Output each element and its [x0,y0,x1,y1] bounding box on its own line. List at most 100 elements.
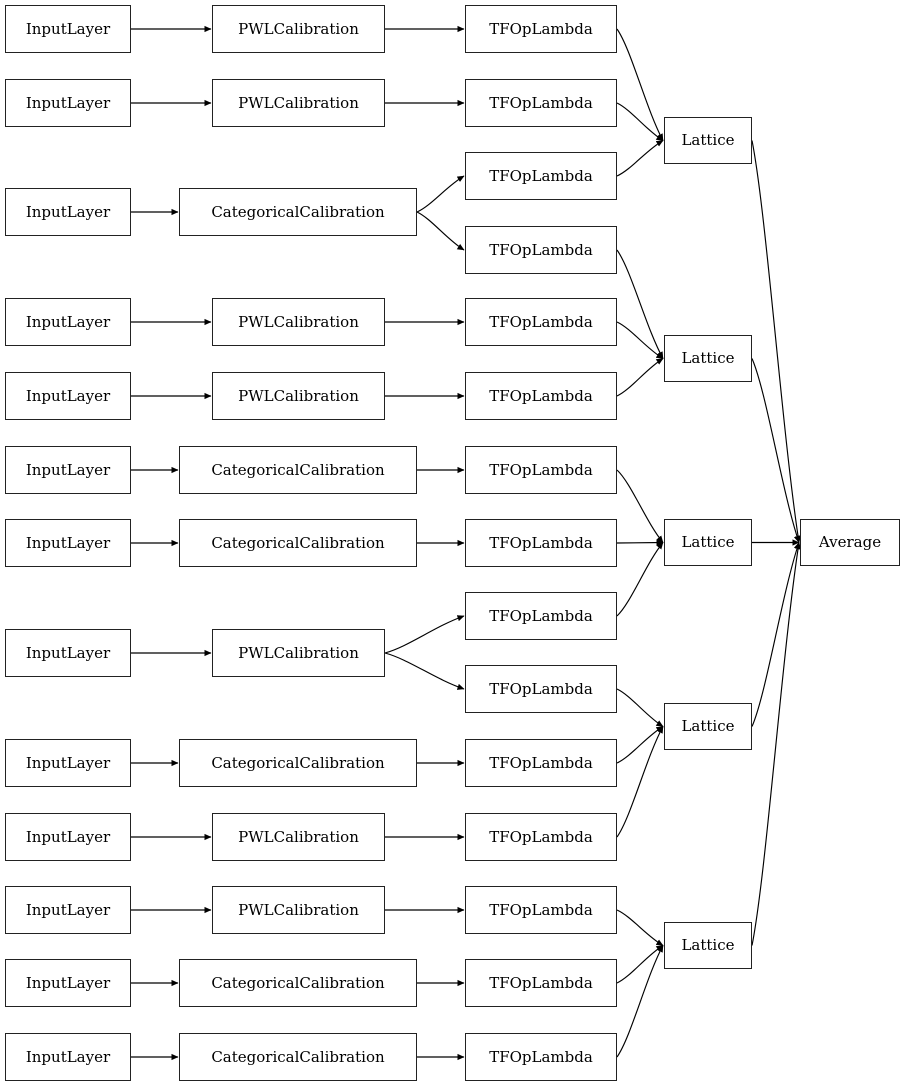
edge [616,945,664,984]
node-label: TFOpLambda [489,93,593,112]
node-label: TFOpLambda [489,240,593,259]
node-input-layer[interactable]: InputLayer [5,959,131,1007]
edge [751,140,802,544]
node-input-layer[interactable]: InputLayer [5,188,131,236]
node-label: PWLCalibration [238,312,359,331]
node-label: InputLayer [25,643,111,662]
node-input-layer[interactable]: InputLayer [5,813,131,861]
node-label: TFOpLambda [489,312,593,331]
node-tfop-lambda[interactable]: TFOpLambda [465,372,617,420]
edge [416,211,465,251]
node-input-layer[interactable]: InputLayer [5,739,131,787]
node-lattice[interactable]: Lattice [664,117,752,164]
node-categorical-calibration[interactable]: CategoricalCalibration [179,188,417,236]
node-pwl-calibration[interactable]: PWLCalibration [212,813,385,861]
node-tfop-lambda[interactable]: TFOpLambda [465,152,617,200]
node-label: TFOpLambda [489,166,593,185]
node-categorical-calibration[interactable]: CategoricalCalibration [179,959,417,1007]
node-label: TFOpLambda [489,827,593,846]
node-input-layer[interactable]: InputLayer [5,446,131,494]
node-label: InputLayer [25,973,111,992]
node-input-layer[interactable]: InputLayer [5,79,131,127]
edge [751,541,800,727]
node-pwl-calibration[interactable]: PWLCalibration [212,298,385,346]
node-pwl-calibration[interactable]: PWLCalibration [212,5,385,53]
edge [616,688,664,727]
node-tfop-lambda[interactable]: TFOpLambda [465,739,617,787]
node-label: InputLayer [25,386,111,405]
node-input-layer[interactable]: InputLayer [5,298,131,346]
node-label: Lattice [681,717,735,735]
node-label: InputLayer [25,312,111,331]
node-label: Lattice [681,936,735,954]
node-label: InputLayer [25,460,111,479]
node-tfop-lambda[interactable]: TFOpLambda [465,665,617,713]
node-tfop-lambda[interactable]: TFOpLambda [465,886,617,934]
node-input-layer[interactable]: InputLayer [5,519,131,567]
node-tfop-lambda[interactable]: TFOpLambda [465,959,617,1007]
node-average[interactable]: Average [800,519,900,566]
node-label: InputLayer [25,202,111,221]
node-label: Lattice [681,131,735,149]
node-tfop-lambda[interactable]: TFOpLambda [465,1033,617,1081]
node-tfop-lambda[interactable]: TFOpLambda [465,298,617,346]
node-pwl-calibration[interactable]: PWLCalibration [212,79,385,127]
node-tfop-lambda[interactable]: TFOpLambda [465,5,617,53]
node-pwl-calibration[interactable]: PWLCalibration [212,372,385,420]
node-input-layer[interactable]: InputLayer [5,629,131,677]
node-lattice[interactable]: Lattice [664,519,752,566]
node-label: InputLayer [25,753,111,772]
node-label: CategoricalCalibration [211,202,385,221]
node-label: TFOpLambda [489,533,593,552]
node-categorical-calibration[interactable]: CategoricalCalibration [179,519,417,567]
node-tfop-lambda[interactable]: TFOpLambda [465,226,617,274]
node-lattice[interactable]: Lattice [664,703,752,750]
node-label: PWLCalibration [238,93,359,112]
edge [384,615,465,654]
node-label: TFOpLambda [489,19,593,38]
edge [751,358,800,544]
node-tfop-lambda[interactable]: TFOpLambda [465,446,617,494]
node-label: Lattice [681,533,735,551]
node-tfop-lambda[interactable]: TFOpLambda [465,813,617,861]
edge [616,726,664,764]
node-input-layer[interactable]: InputLayer [5,886,131,934]
node-label: InputLayer [25,19,111,38]
node-categorical-calibration[interactable]: CategoricalCalibration [179,1033,417,1081]
edge [616,469,664,543]
node-label: InputLayer [25,93,111,112]
edge [616,539,664,546]
edge [616,249,664,359]
node-categorical-calibration[interactable]: CategoricalCalibration [179,739,417,787]
node-pwl-calibration[interactable]: PWLCalibration [212,629,385,677]
node-label: InputLayer [25,533,111,552]
node-tfop-lambda[interactable]: TFOpLambda [465,519,617,567]
node-label: InputLayer [25,900,111,919]
node-lattice[interactable]: Lattice [664,922,752,969]
node-label: TFOpLambda [489,460,593,479]
node-label: InputLayer [25,827,111,846]
node-label: TFOpLambda [489,753,593,772]
edge [616,102,664,141]
node-input-layer[interactable]: InputLayer [5,5,131,53]
node-input-layer[interactable]: InputLayer [5,372,131,420]
node-tfop-lambda[interactable]: TFOpLambda [465,592,617,640]
edge [616,542,664,617]
node-label: TFOpLambda [489,679,593,698]
node-lattice[interactable]: Lattice [664,335,752,382]
edge [616,321,664,359]
node-label: InputLayer [25,1047,111,1066]
node-label: PWLCalibration [238,643,359,662]
edge [616,358,664,397]
node-categorical-calibration[interactable]: CategoricalCalibration [179,446,417,494]
node-input-layer[interactable]: InputLayer [5,1033,131,1081]
edge [616,140,664,177]
node-tfop-lambda[interactable]: TFOpLambda [465,79,617,127]
edge [616,28,664,142]
node-label: TFOpLambda [489,1047,593,1066]
node-label: TFOpLambda [489,900,593,919]
node-pwl-calibration[interactable]: PWLCalibration [212,886,385,934]
node-label: PWLCalibration [238,827,359,846]
